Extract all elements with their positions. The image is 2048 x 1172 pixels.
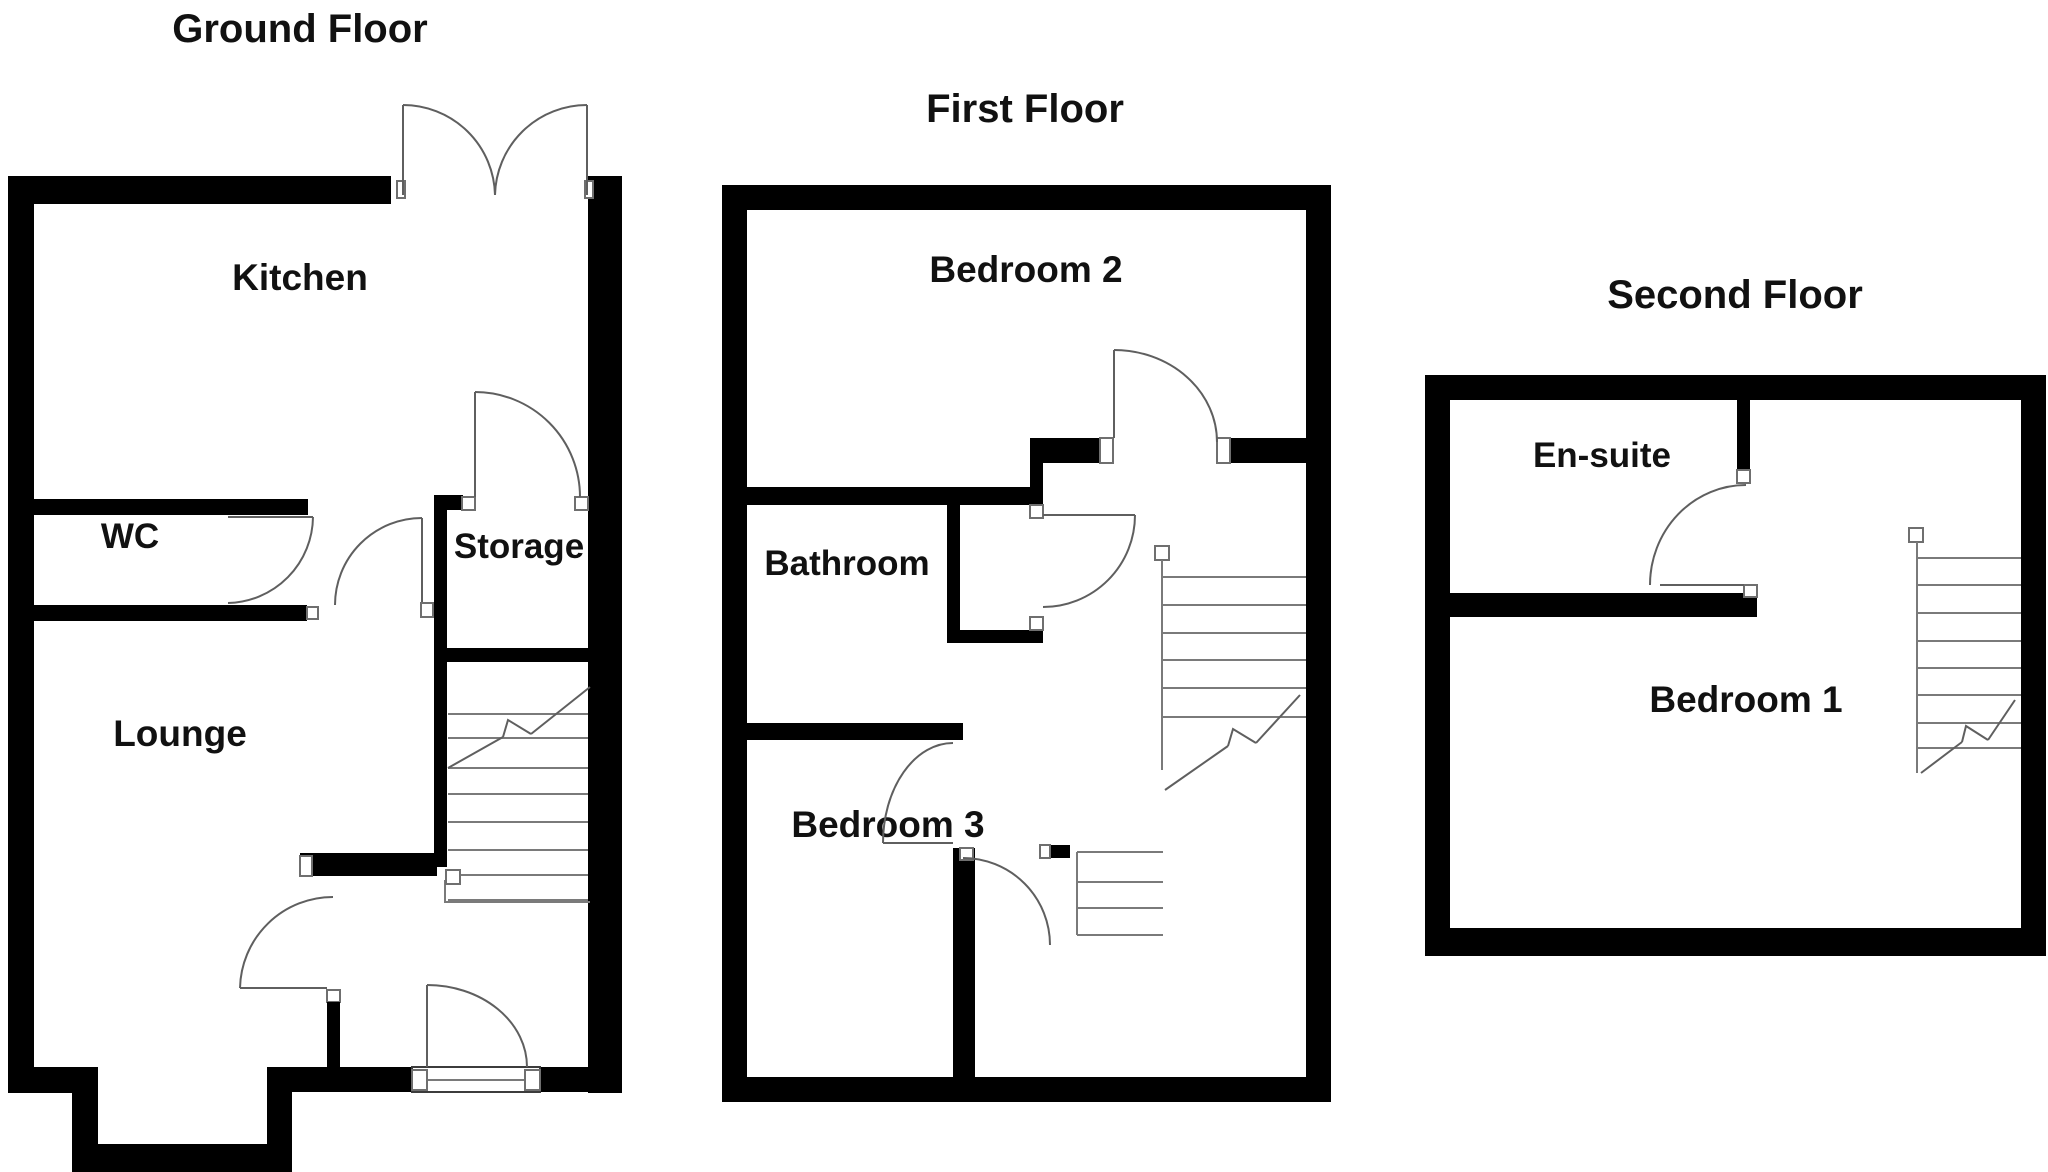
wall bbox=[1425, 375, 2046, 400]
stair-treads bbox=[1917, 557, 2021, 749]
door-jamb bbox=[1029, 504, 1044, 519]
lounge-door-arc bbox=[239, 896, 334, 989]
wall bbox=[540, 1067, 622, 1092]
stair-treads bbox=[1162, 576, 1306, 718]
door-jamb bbox=[584, 180, 594, 199]
room-label-bedroom3: Bedroom 3 bbox=[791, 804, 984, 845]
staircase bbox=[1908, 527, 2021, 774]
wall bbox=[722, 1077, 1331, 1102]
bedroom2-door-arc bbox=[1113, 349, 1218, 443]
stair-jamb bbox=[1908, 527, 1924, 543]
double-door-arc bbox=[402, 104, 588, 196]
door-jamb bbox=[306, 606, 319, 620]
door-jamb bbox=[524, 1069, 541, 1091]
door-jamb bbox=[1099, 437, 1114, 464]
hall-door-arc bbox=[334, 517, 423, 606]
door-jamb bbox=[396, 180, 406, 199]
staircase bbox=[444, 686, 591, 903]
wall bbox=[1030, 438, 1043, 505]
door-jamb bbox=[461, 496, 476, 511]
door-jamb bbox=[1736, 469, 1751, 484]
wall bbox=[447, 495, 463, 510]
wall bbox=[300, 853, 437, 876]
wall bbox=[434, 495, 447, 867]
first-floor-title: First Floor bbox=[926, 87, 1124, 131]
front-door-arc bbox=[426, 984, 528, 1068]
room-label-wc: WC bbox=[101, 517, 159, 556]
wall bbox=[8, 176, 34, 1093]
storage-door-arc bbox=[474, 391, 581, 498]
landing-door-arc bbox=[962, 857, 1051, 946]
ground-floor-plan: Ground Floor WC Storage bbox=[8, 7, 622, 1172]
second-floor-plan: Second Floor En-suite Bedroom 1 bbox=[1425, 273, 2046, 956]
ensuite-door-arc bbox=[1649, 484, 1747, 586]
door-jamb bbox=[1039, 844, 1051, 859]
stair-jamb bbox=[445, 869, 461, 885]
door-jamb bbox=[411, 1069, 428, 1091]
staircase bbox=[1076, 545, 1306, 936]
stair-direction-line bbox=[447, 686, 591, 769]
wall bbox=[1043, 438, 1100, 463]
wall bbox=[953, 848, 975, 1077]
wall bbox=[8, 176, 391, 204]
stair-direction-line bbox=[1920, 699, 2016, 774]
wall bbox=[327, 1002, 340, 1067]
wall bbox=[8, 1067, 98, 1093]
stair-treads-lower bbox=[1076, 851, 1163, 936]
wall bbox=[722, 185, 747, 1102]
wall bbox=[447, 648, 588, 662]
stair-jamb bbox=[1154, 545, 1170, 561]
wall bbox=[722, 185, 1331, 210]
bedroom3-door-arc bbox=[882, 742, 954, 844]
door-jamb bbox=[299, 855, 313, 877]
door-jamb bbox=[1743, 584, 1758, 598]
door-jamb bbox=[1216, 437, 1231, 464]
room-label-bathroom: Bathroom bbox=[764, 544, 929, 583]
room-label-storage: Storage bbox=[454, 527, 584, 566]
door-jamb bbox=[959, 847, 974, 861]
wall bbox=[34, 605, 307, 621]
stair-landing-outline bbox=[444, 880, 590, 903]
room-label-ensuite: En-suite bbox=[1533, 436, 1671, 475]
door-jamb bbox=[1029, 616, 1044, 631]
wall bbox=[588, 176, 622, 1093]
wc-door-arc bbox=[227, 516, 314, 604]
ground-floor-title: Ground Floor bbox=[172, 7, 428, 51]
wall bbox=[747, 487, 1043, 505]
wall bbox=[960, 630, 1043, 643]
wall bbox=[1425, 928, 2046, 956]
door-jamb bbox=[326, 989, 341, 1003]
wall bbox=[1306, 185, 1331, 1102]
wall bbox=[1425, 375, 1450, 956]
wall bbox=[947, 505, 960, 643]
wall bbox=[1737, 400, 1750, 470]
first-floor-plan: First Floor Bedroom 2 Bathroom Bedroom 3 bbox=[722, 87, 1331, 1102]
wall bbox=[267, 1067, 412, 1092]
wall bbox=[1050, 845, 1070, 858]
wall bbox=[2021, 375, 2046, 956]
room-label-bedroom1: Bedroom 1 bbox=[1649, 679, 1842, 720]
room-label-kitchen: Kitchen bbox=[232, 257, 368, 298]
door-jamb bbox=[574, 496, 589, 511]
wall bbox=[72, 1144, 292, 1172]
bathroom-door-arc bbox=[1042, 514, 1136, 608]
second-floor-title: Second Floor bbox=[1607, 273, 1863, 317]
door-jamb bbox=[420, 602, 434, 618]
stair-direction-line bbox=[1164, 694, 1301, 791]
wall bbox=[1450, 593, 1757, 617]
room-label-bedroom2: Bedroom 2 bbox=[929, 249, 1122, 290]
stair-treads bbox=[448, 713, 588, 901]
room-label-lounge: Lounge bbox=[113, 713, 247, 754]
wall bbox=[747, 723, 963, 740]
double-door-leaf bbox=[402, 105, 588, 195]
wall bbox=[1230, 438, 1306, 463]
wall bbox=[34, 499, 308, 515]
